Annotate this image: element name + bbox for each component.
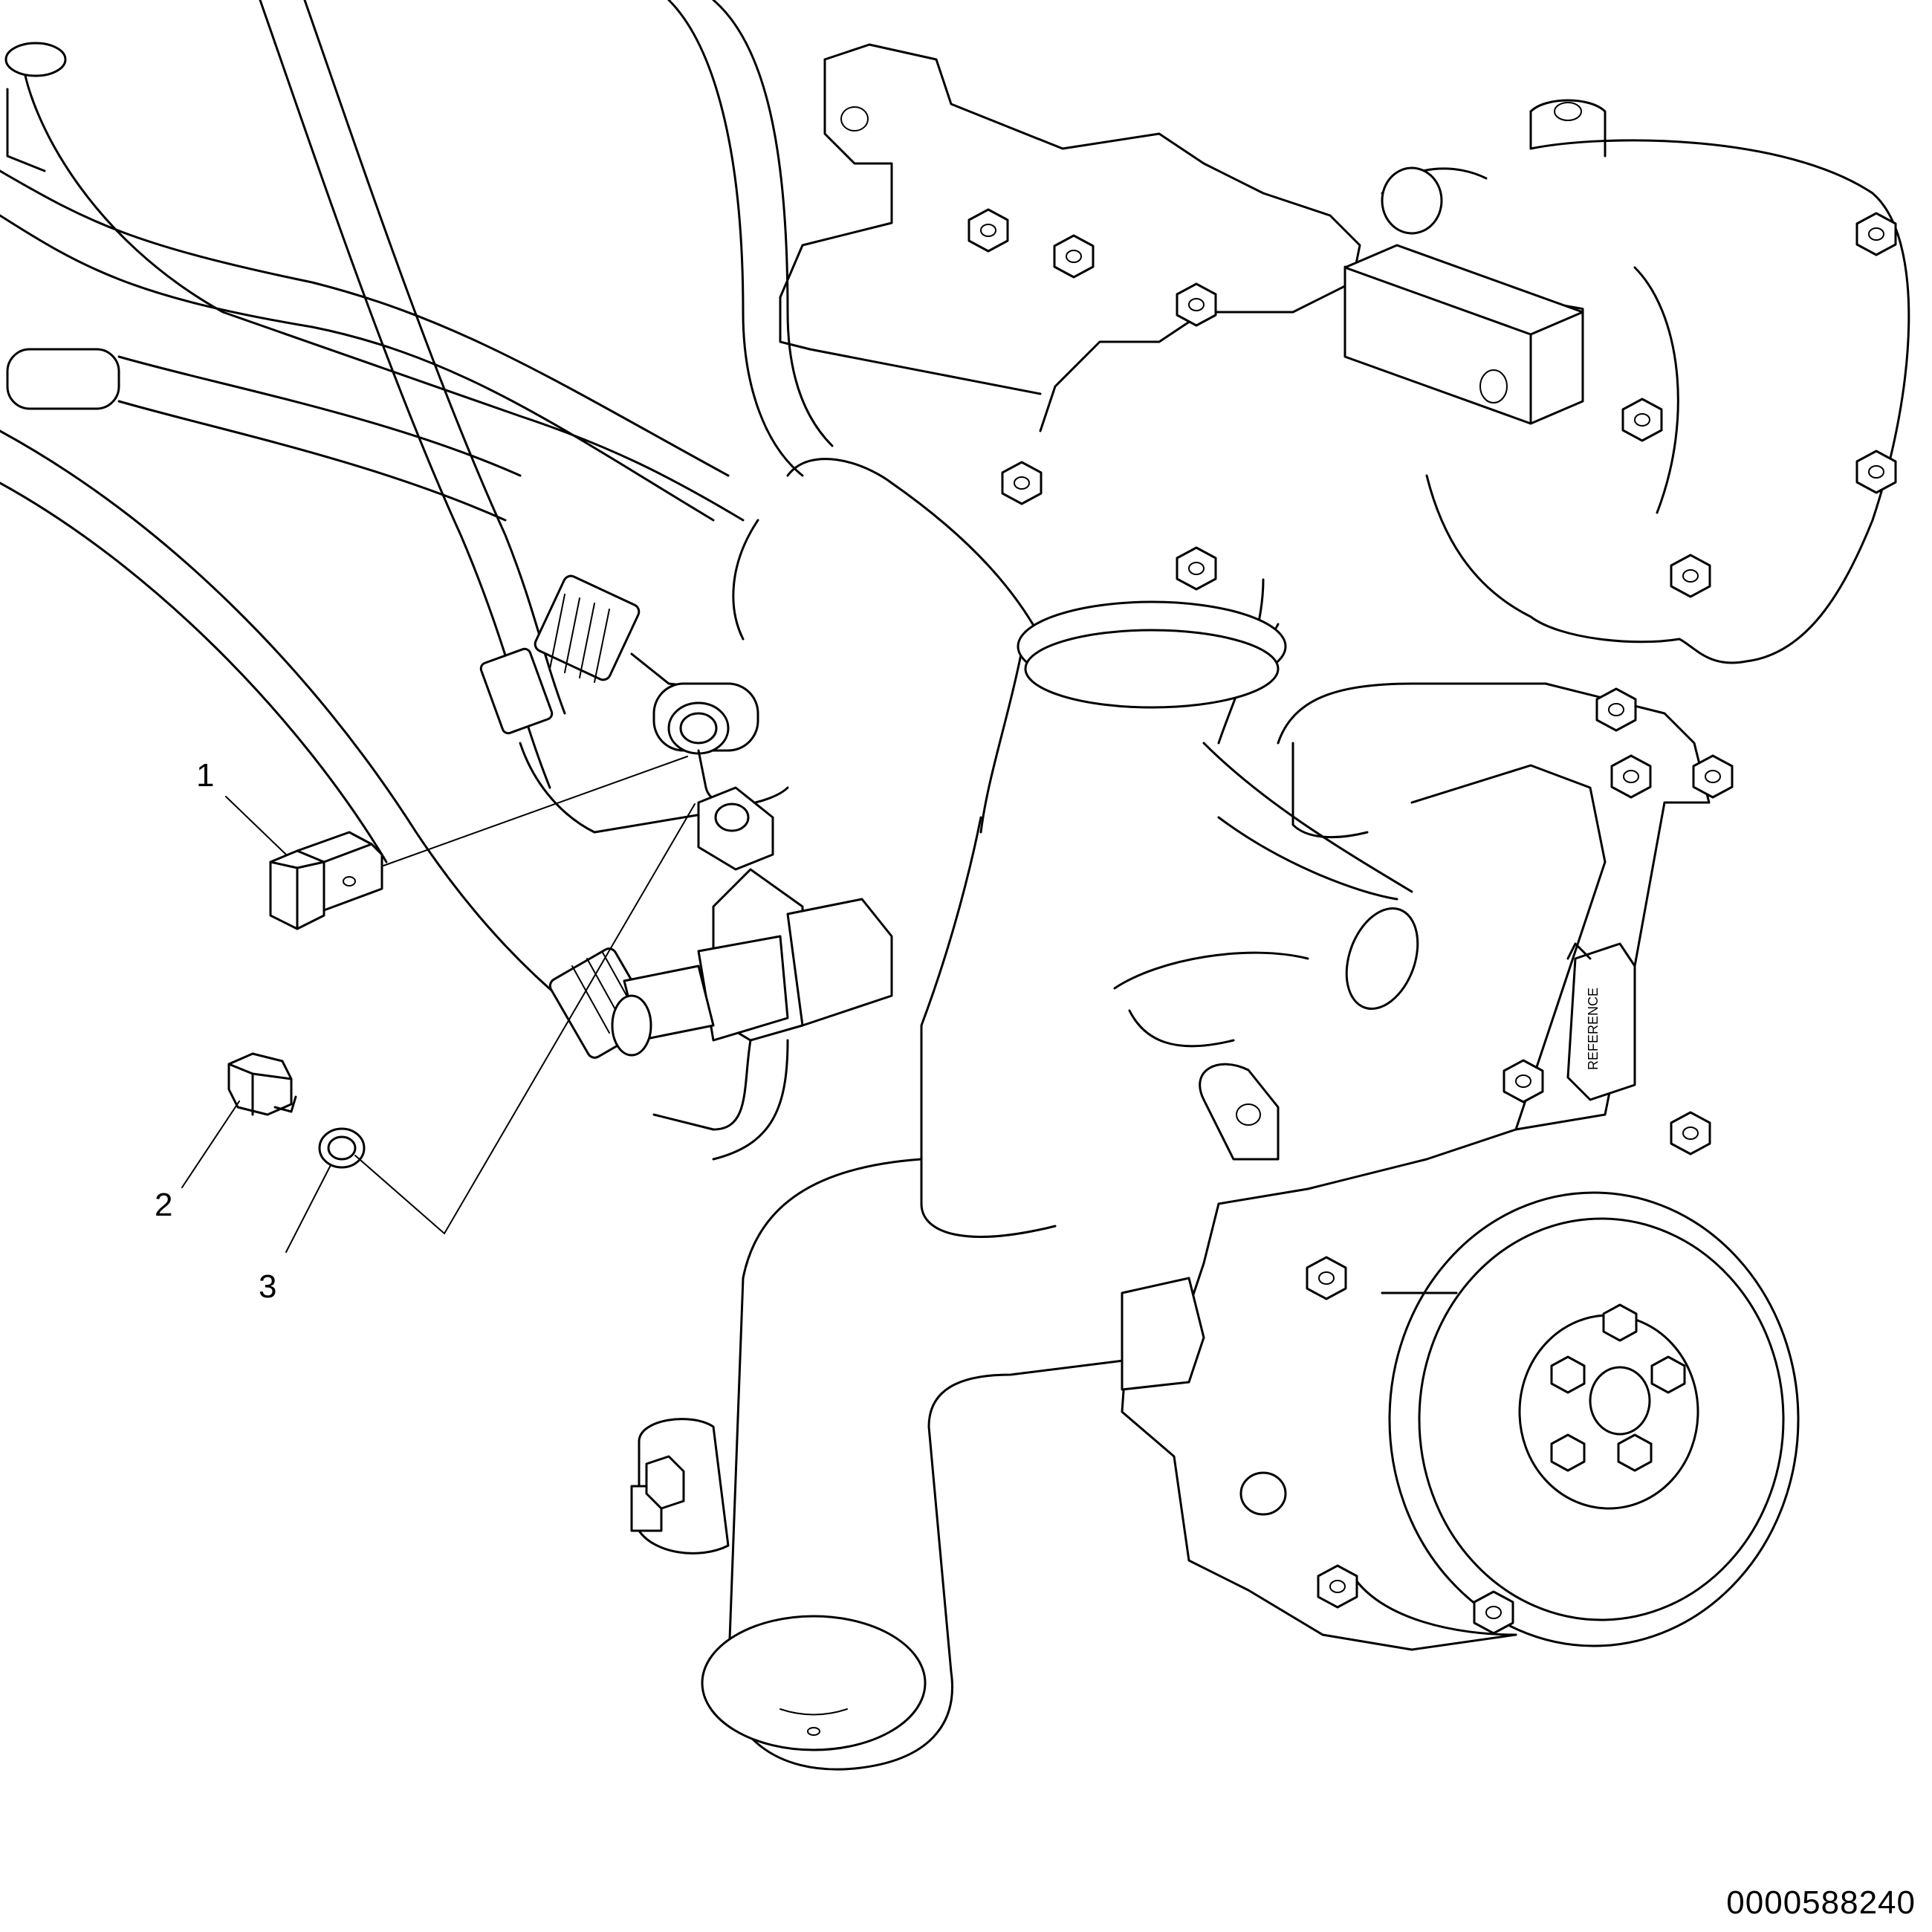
coolant-pipe — [630, 458, 1419, 1771]
part-2-plug — [227, 1052, 297, 1116]
part-3-seal-ring — [318, 1127, 366, 1169]
tag-text: REFERENCE — [1586, 988, 1601, 1070]
callout-3: 3 — [259, 1268, 277, 1305]
hoses — [0, 0, 834, 1059]
water-pump-body: REFERENCE — [1113, 682, 1800, 1651]
part-1-plug — [269, 831, 383, 930]
upper-housing — [779, 43, 1910, 664]
banjo-union — [652, 682, 789, 806]
tee-fitting — [611, 786, 893, 1161]
leader-lines — [181, 756, 696, 1253]
callout-1: 1 — [196, 757, 215, 794]
callout-2: 2 — [155, 1187, 173, 1223]
bolts — [967, 208, 1897, 1635]
drawing-number: 0000588240 — [1726, 1884, 1916, 1921]
